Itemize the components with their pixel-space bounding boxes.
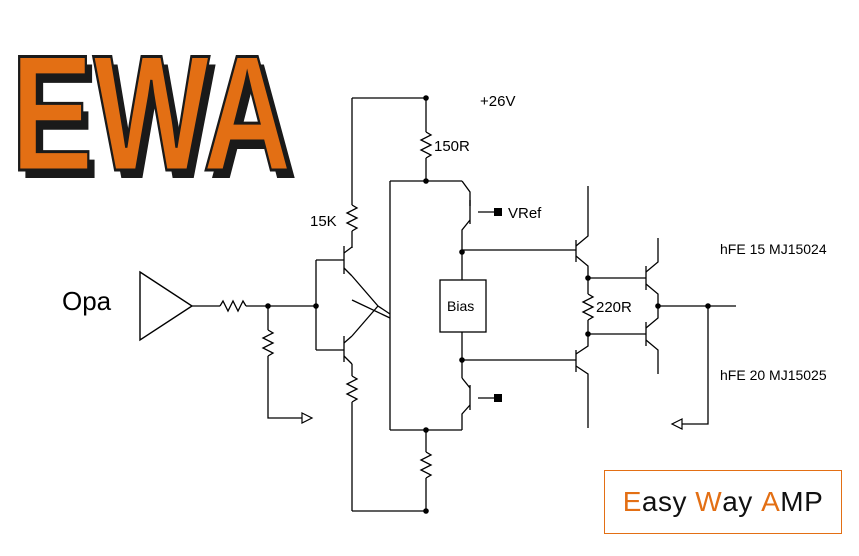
- brand-mp: MP: [780, 486, 824, 517]
- opamp-symbol: [139, 270, 194, 342]
- supply-label: +26V: [480, 93, 515, 110]
- brand-asy: asy: [641, 486, 696, 517]
- brand-ay: ay: [722, 486, 762, 517]
- r15k-label: 15K: [310, 213, 337, 230]
- junction-dots: [265, 95, 711, 514]
- wires: [190, 97, 736, 512]
- ground-symbol-right: [670, 418, 683, 430]
- logo-shadow: EWA: [17, 30, 298, 190]
- r220-label: 220R: [596, 299, 632, 316]
- bias-label: Bias: [447, 298, 474, 314]
- bias-box: [439, 279, 487, 333]
- brand-a: A: [761, 486, 781, 517]
- ewa-logo: EWA EWA: [10, 20, 298, 190]
- hfe-bottom-label: hFE 20 MJ15025: [720, 367, 827, 383]
- r150-label: 150R: [434, 138, 470, 155]
- opa-label: Opa: [62, 286, 112, 316]
- ground-symbol-left: [301, 412, 314, 424]
- logo-text: EWA: [11, 22, 292, 190]
- hfe-top-label: hFE 15 MJ15024: [720, 241, 827, 257]
- brand-e: E: [622, 486, 642, 517]
- vref-label: VRef: [508, 205, 542, 222]
- brand-w: W: [695, 486, 723, 517]
